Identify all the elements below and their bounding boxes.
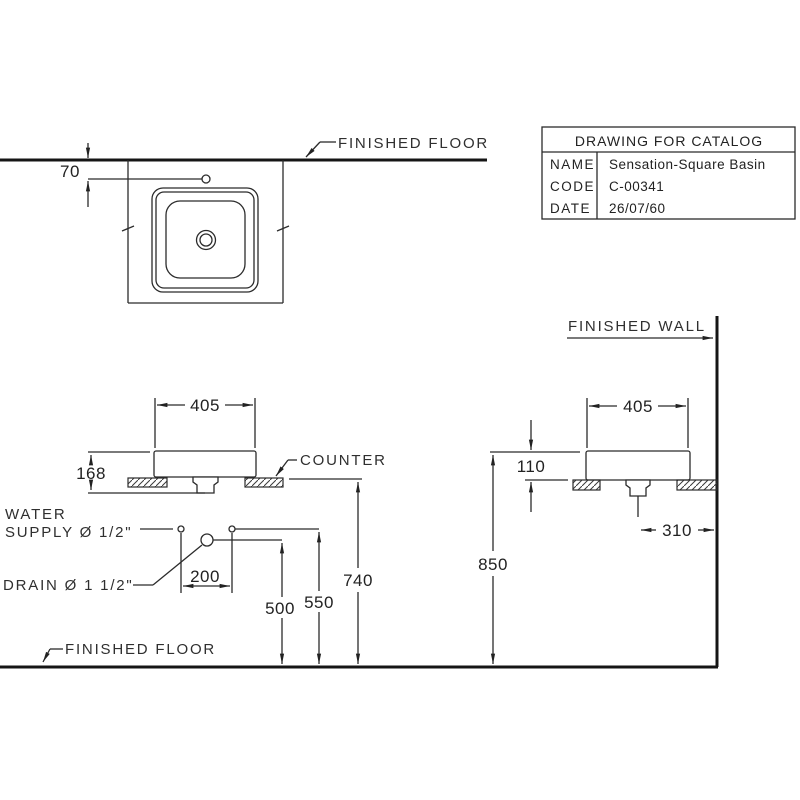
dim-550-text: 550 bbox=[304, 593, 334, 612]
supply-point-left bbox=[177, 525, 185, 533]
dim-supply-spacing: 200 bbox=[180, 533, 233, 593]
finished-floor-top-label: FINISHED FLOOR bbox=[338, 135, 489, 152]
basin-bowl bbox=[165, 200, 246, 279]
supply-drain-rough-in: WATER SUPPLY Ø 1/2" DRAIN Ø 1 1/2" 200 5… bbox=[0, 506, 718, 669]
counter-label: COUNTER bbox=[300, 452, 387, 469]
dim-basin-total-depth: 168 bbox=[76, 451, 205, 494]
dim-drain-height: 500 bbox=[213, 539, 295, 665]
dim-200-text: 200 bbox=[190, 567, 220, 586]
break-mark-right bbox=[276, 225, 290, 232]
dim-740-text: 740 bbox=[343, 571, 373, 590]
counter-plan-outline bbox=[121, 160, 290, 304]
finished-wall-group: FINISHED WALL bbox=[567, 318, 714, 341]
drain-hole-outer bbox=[195, 229, 217, 251]
water-supply-label-line1: WATER bbox=[5, 506, 67, 523]
drain-hole-inner bbox=[199, 233, 213, 247]
counter-section-right bbox=[244, 477, 284, 488]
title-block-border bbox=[541, 126, 796, 220]
counter-section-left bbox=[127, 477, 168, 488]
dim-faucet-offset: 70 bbox=[60, 143, 202, 207]
supply-point-right bbox=[228, 525, 236, 533]
dim-110-text: 110 bbox=[517, 457, 546, 476]
dim-rim-height: 850 bbox=[478, 451, 580, 665]
basin-rim-inner bbox=[155, 191, 255, 289]
title-block: DRAWING FOR CATALOG NAME Sensation-Squar… bbox=[541, 126, 796, 220]
dim-counter-height: 740 bbox=[289, 478, 373, 665]
break-mark-left bbox=[121, 225, 135, 232]
dim-basin-height-above-counter: 110 bbox=[517, 420, 568, 512]
drain-label: DRAIN Ø 1 1/2" bbox=[3, 577, 134, 594]
name-value: Sensation-Square Basin bbox=[609, 157, 766, 172]
counter-section-side-right bbox=[676, 479, 718, 491]
water-supply-label-line2: SUPPLY Ø 1/2" bbox=[5, 524, 132, 541]
drain-fitting-front bbox=[192, 476, 219, 494]
dim-405-side-text: 405 bbox=[623, 397, 653, 416]
date-value: 26/07/60 bbox=[609, 201, 666, 216]
drain-leader bbox=[133, 544, 203, 586]
finished-floor-top-leader bbox=[305, 141, 321, 158]
date-label: DATE bbox=[550, 201, 591, 216]
basin-plan bbox=[151, 174, 259, 293]
dim-500-text: 500 bbox=[265, 599, 295, 618]
counter-label-group: COUNTER bbox=[275, 452, 387, 477]
dim-drain-to-wall: 310 bbox=[637, 496, 715, 540]
counter-section-side-left bbox=[572, 479, 601, 491]
dim-supply-height: 550 bbox=[235, 528, 334, 665]
dim-405-front-text: 405 bbox=[190, 396, 220, 415]
drain-fitting-side bbox=[625, 479, 651, 497]
dim-basin-width-front: 405 bbox=[154, 396, 256, 448]
side-view: FINISHED WALL 405 110 850 bbox=[478, 316, 719, 667]
finished-floor-bottom-label: FINISHED FLOOR bbox=[65, 641, 216, 658]
code-label: CODE bbox=[550, 179, 595, 194]
code-value: C-00341 bbox=[609, 179, 664, 194]
dim-basin-width-side: 405 bbox=[586, 397, 689, 448]
finished-wall-label: FINISHED WALL bbox=[568, 318, 706, 335]
plan-view: FINISHED FLOOR 70 bbox=[0, 135, 489, 304]
drain-point bbox=[200, 533, 214, 547]
dim-70-text: 70 bbox=[60, 162, 80, 181]
dim-168-text: 168 bbox=[76, 464, 106, 483]
title-block-title: DRAWING FOR CATALOG bbox=[575, 133, 763, 149]
dim-310-text: 310 bbox=[662, 521, 692, 540]
basin-side-body bbox=[585, 450, 691, 481]
faucet-hole bbox=[201, 174, 211, 184]
name-label: NAME bbox=[550, 157, 595, 172]
basin-rim-outer bbox=[151, 187, 259, 293]
basin-front-body bbox=[153, 450, 257, 478]
finished-floor-bottom-group: FINISHED FLOOR bbox=[42, 641, 216, 663]
front-view: 405 168 COUNTER 740 bbox=[76, 396, 387, 665]
dim-850-text: 850 bbox=[478, 555, 508, 574]
